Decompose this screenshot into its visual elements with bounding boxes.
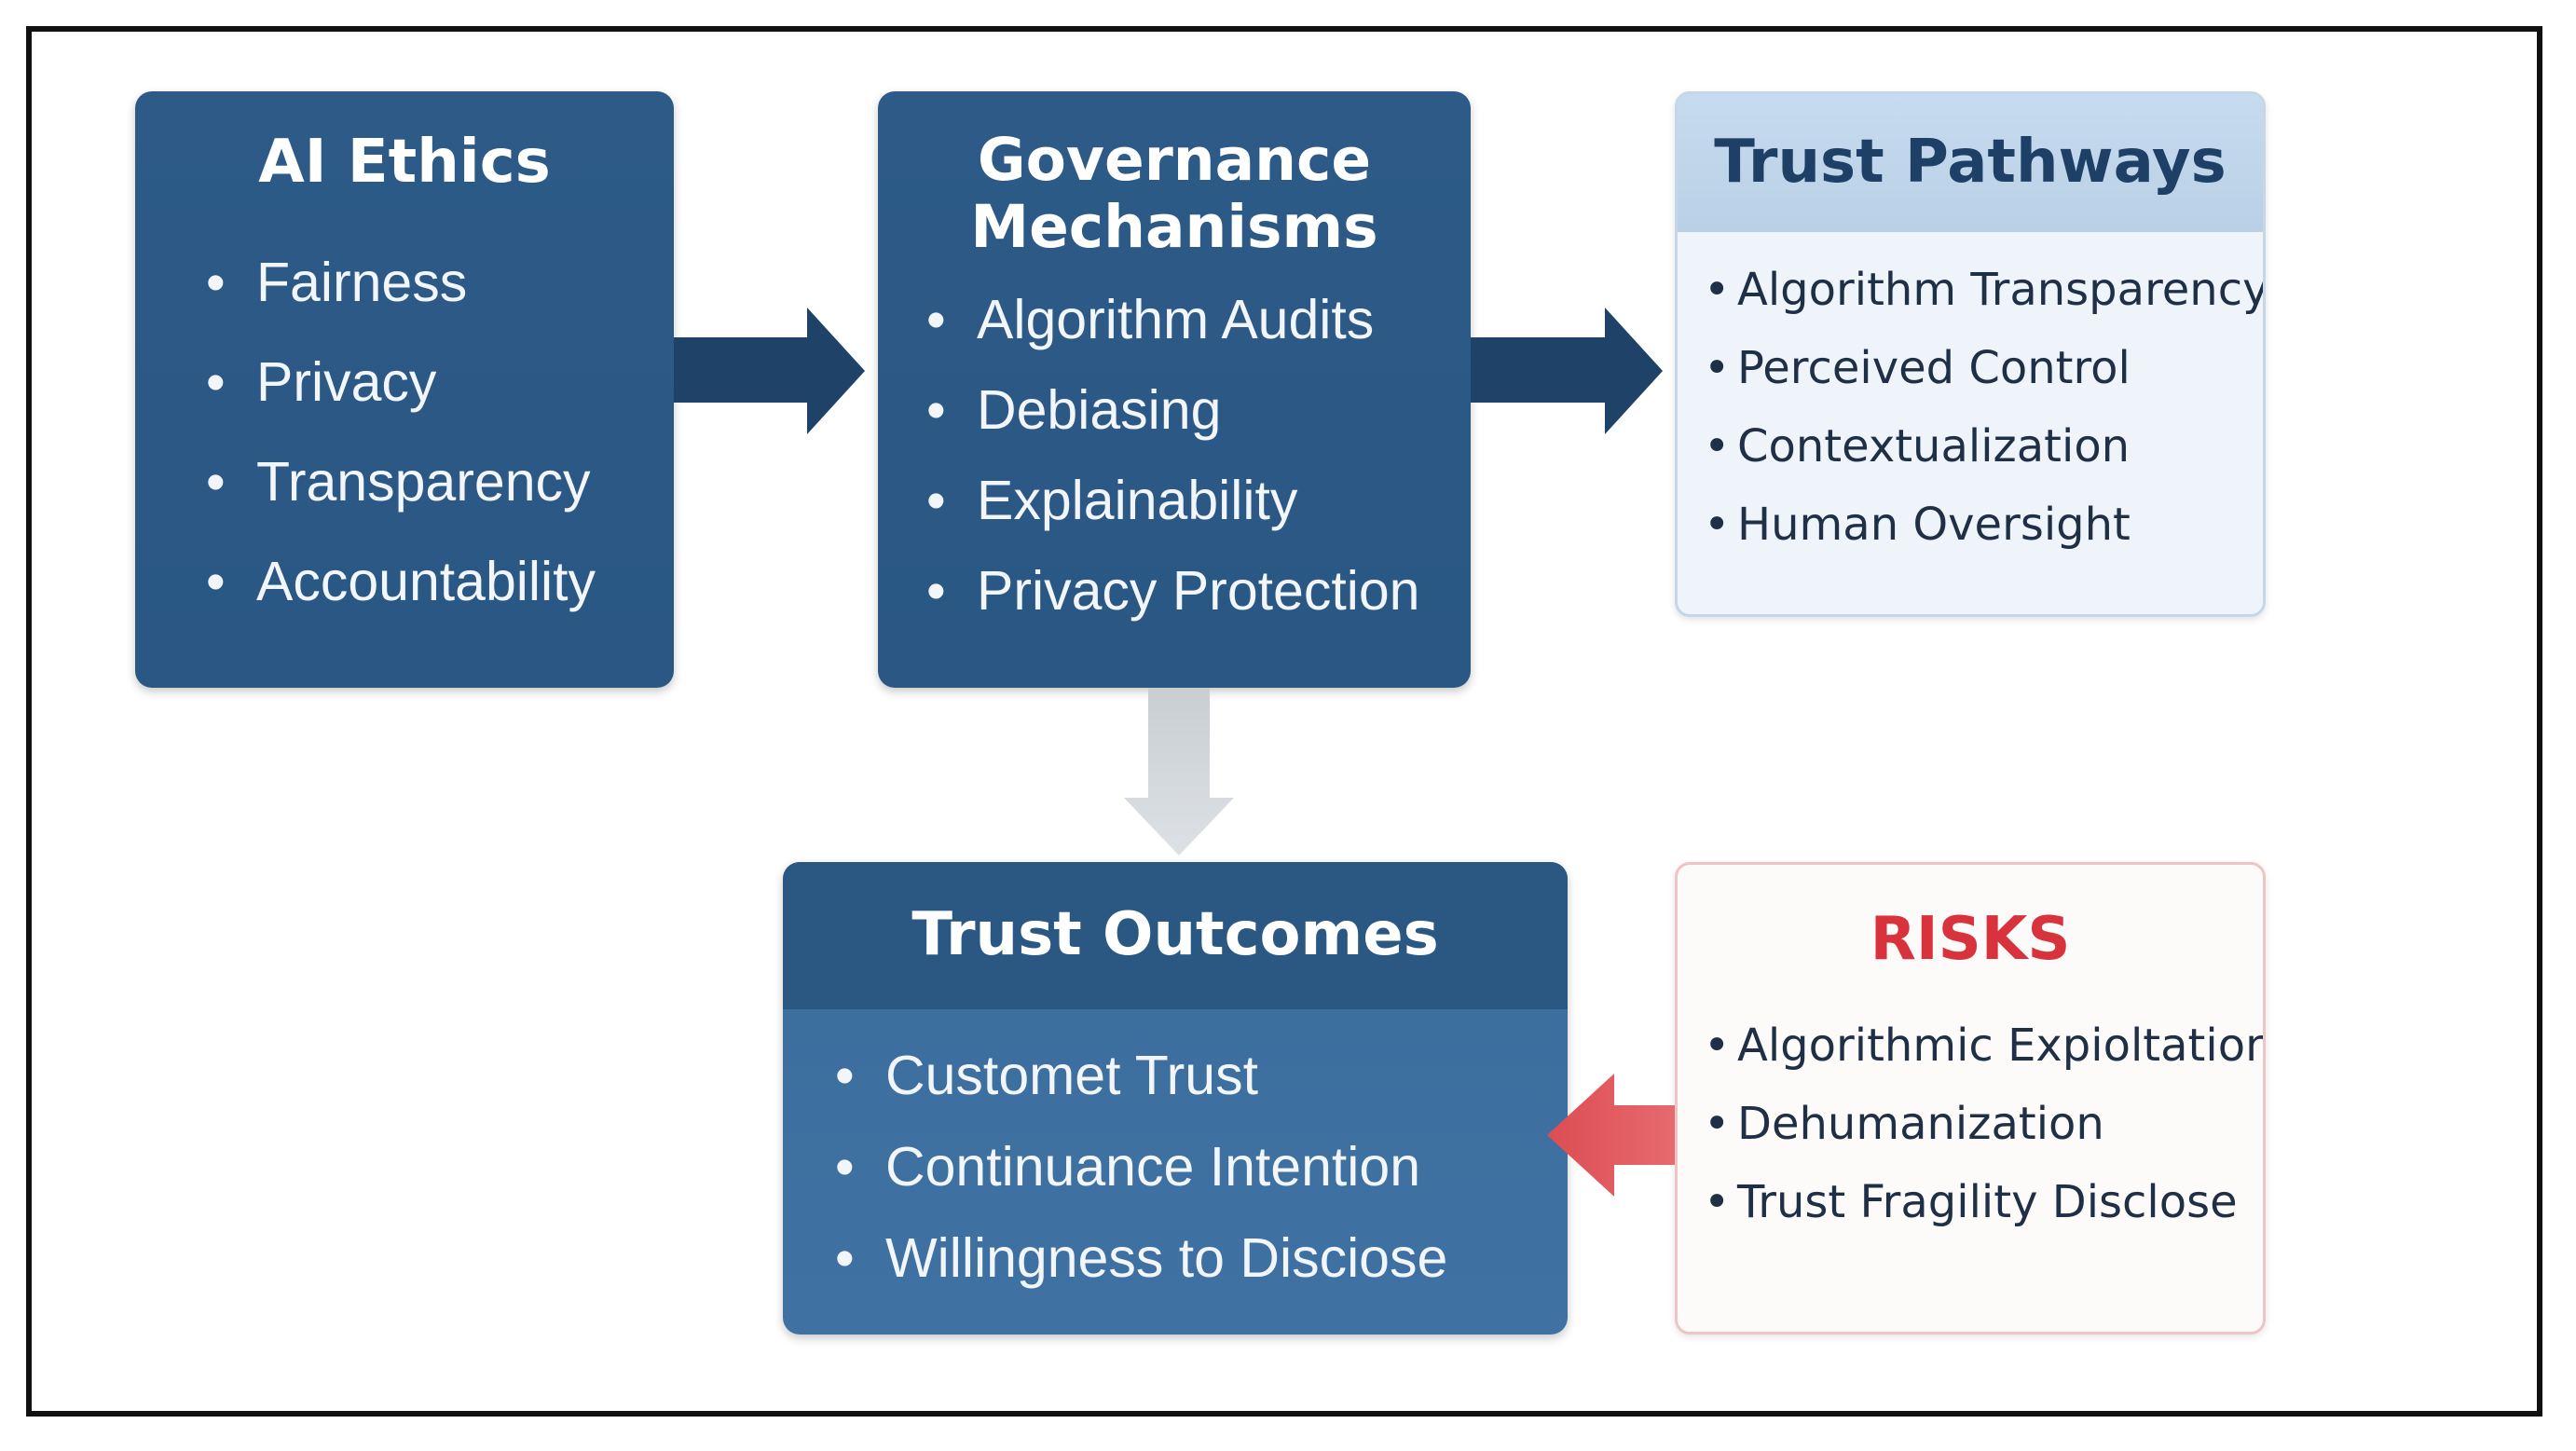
governance-title-line1: Governance [977, 126, 1372, 194]
governance-title: Governance Mechanisms [878, 91, 1471, 262]
governance-item: Algorithm Audits [926, 275, 1471, 365]
governance-item: Explainability [926, 456, 1471, 546]
trust-pathways-item: Human Oversight [1704, 486, 2263, 564]
arrow-governance-to-pathways [1471, 308, 1663, 434]
ai-ethics-item: Transparency [206, 432, 674, 532]
trust-outcomes-item: Continuance Intention [835, 1121, 1568, 1212]
governance-box: Governance Mechanisms Algorithm Audits D… [878, 91, 1471, 688]
trust-pathways-header: Trust Pathways [1678, 94, 2263, 232]
governance-item: Privacy Protection [926, 546, 1471, 637]
trust-pathways-item: Algorithm Transparency [1704, 251, 2263, 329]
arrow-ethics-to-governance [674, 308, 865, 434]
trust-pathways-item: Contextualization [1704, 407, 2263, 486]
risks-title: RISKS [1870, 905, 2071, 974]
risks-list: Algorithmic Expioltation Dehumanization … [1704, 1006, 2263, 1241]
ai-ethics-item: Fairness [206, 233, 674, 333]
governance-title-line2: Mechanisms [970, 193, 1378, 262]
risks-item: Dehumanization [1704, 1085, 2263, 1163]
arrow-governance-to-outcomes [1124, 688, 1234, 856]
trust-pathways-item: Perceived Control [1704, 329, 2263, 407]
ai-ethics-box: AI Ethics Fairness Privacy Transparency … [135, 91, 674, 688]
governance-item: Debiasing [926, 365, 1471, 456]
ai-ethics-item: Accountability [206, 532, 674, 632]
trust-outcomes-title: Trust Outcomes [911, 900, 1439, 970]
arrow-risks-to-outcomes [1547, 1074, 1675, 1197]
ai-ethics-item: Privacy [206, 333, 674, 432]
trust-pathways-box: Trust Pathways Algorithm Transparency Pe… [1675, 91, 2266, 617]
trust-pathways-title: Trust Pathways [1714, 128, 2227, 198]
risks-item: Algorithmic Expioltation [1704, 1006, 2263, 1085]
trust-pathways-list: Algorithm Transparency Perceived Control… [1704, 251, 2263, 564]
trust-outcomes-item: Customet Trust [835, 1030, 1568, 1121]
risks-box: RISKS Algorithmic Expioltation Dehumaniz… [1675, 862, 2266, 1335]
governance-list: Algorithm Audits Debiasing Explainabilit… [926, 275, 1471, 637]
ai-ethics-list: Fairness Privacy Transparency Accountabi… [206, 233, 674, 632]
ai-ethics-title: AI Ethics [258, 128, 551, 197]
trust-outcomes-box: Trust Outcomes Customet Trust Continuanc… [783, 862, 1568, 1335]
trust-outcomes-list: Customet Trust Continuance Intention Wil… [835, 1030, 1568, 1304]
trust-outcomes-header: Trust Outcomes [783, 862, 1568, 1009]
risks-item: Trust Fragility Disclose [1704, 1163, 2263, 1241]
trust-outcomes-item: Willingness to Disciose [835, 1212, 1568, 1304]
